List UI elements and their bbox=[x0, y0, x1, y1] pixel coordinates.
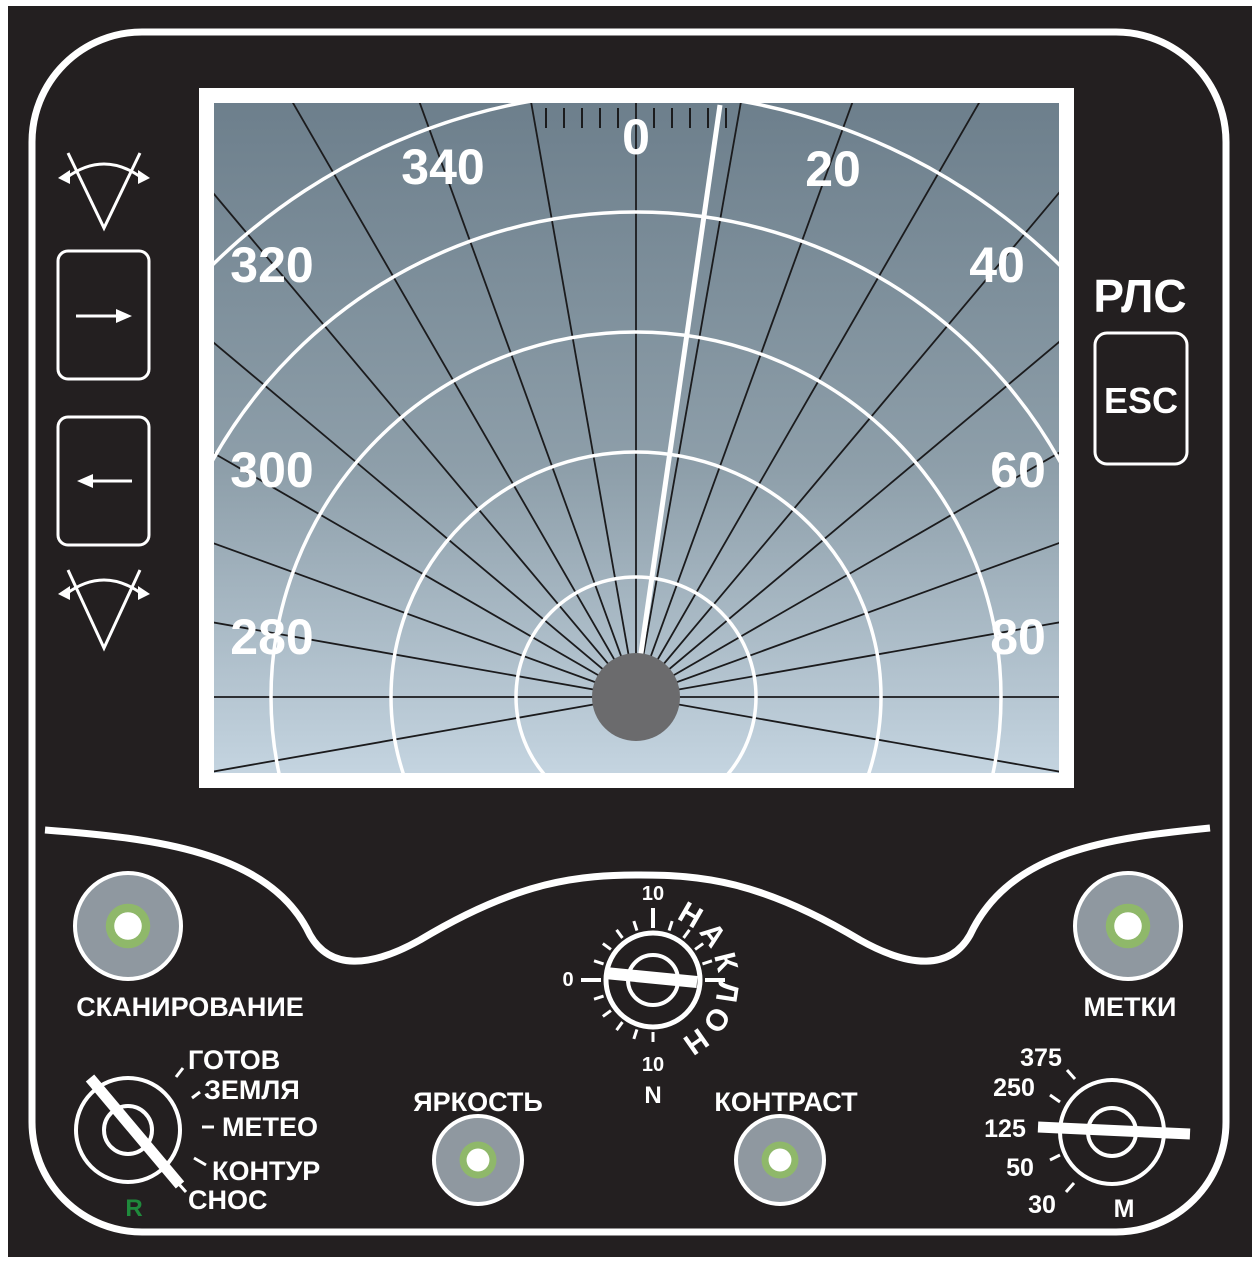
control-section-divider bbox=[44, 824, 1211, 965]
bearing-line bbox=[418, 103, 637, 698]
bearing-line bbox=[214, 192, 637, 698]
svg-text:Л: Л bbox=[709, 979, 745, 1005]
brightness-label: ЯРКОСТЬ bbox=[413, 1087, 543, 1117]
tilt-bottom-letter: N bbox=[644, 1082, 661, 1109]
bearing-label-80: 80 bbox=[990, 609, 1046, 665]
range-unit: М bbox=[1114, 1195, 1135, 1223]
bearing-label-60: 60 bbox=[990, 442, 1046, 498]
bearing-line bbox=[635, 103, 854, 698]
bearing-line bbox=[635, 542, 1059, 698]
bearing-line bbox=[635, 103, 980, 698]
marks-label: МЕТКИ bbox=[1084, 992, 1177, 1022]
range-option-375[interactable]: 375 bbox=[1020, 1044, 1062, 1072]
bearing-label-40: 40 bbox=[969, 237, 1025, 293]
scan-left-button[interactable] bbox=[56, 415, 151, 547]
tilt-pointer bbox=[604, 967, 698, 988]
bearing-line bbox=[214, 621, 637, 698]
left-button-column bbox=[56, 152, 151, 652]
range-ring bbox=[389, 450, 883, 773]
bearing-line bbox=[635, 451, 1059, 698]
range-pointer bbox=[1037, 1121, 1191, 1140]
bearing-line bbox=[214, 341, 637, 698]
panel-outline bbox=[28, 28, 1230, 1236]
mode-selector[interactable]: R ГОТОВ ЗЕМЛЯ МЕТЕО КОНТУР СНОС bbox=[74, 1045, 320, 1222]
tilt-left-value: 0 bbox=[562, 969, 573, 991]
bearing-label-300: 300 bbox=[230, 442, 313, 498]
mode-option-weather[interactable]: МЕТЕО bbox=[222, 1112, 318, 1142]
range-ring bbox=[269, 330, 1003, 773]
sector-narrow-icon[interactable] bbox=[58, 569, 150, 652]
mode-option-contour[interactable]: КОНТУР bbox=[212, 1156, 320, 1186]
range-selector[interactable]: 375 250 125 50 30 М bbox=[984, 1044, 1191, 1223]
scan-right-button[interactable] bbox=[56, 249, 151, 381]
marks-knob[interactable] bbox=[1073, 871, 1183, 981]
bearing-label-280: 280 bbox=[230, 609, 313, 665]
mode-option-ready[interactable]: ГОТОВ bbox=[188, 1045, 280, 1075]
esc-button[interactable]: ESC bbox=[1093, 331, 1189, 466]
mode-option-ground[interactable]: ЗЕМЛЯ bbox=[204, 1075, 300, 1105]
bearing-line bbox=[635, 103, 742, 698]
contrast-label: КОНТРАСТ bbox=[714, 1087, 858, 1117]
bearing-line bbox=[530, 103, 637, 698]
rls-title: РЛС bbox=[1093, 270, 1186, 322]
bearing-line bbox=[635, 696, 1059, 773]
bearing-label-340: 340 bbox=[401, 139, 484, 195]
screen-hub bbox=[592, 653, 680, 741]
mode-pointer bbox=[85, 1074, 185, 1189]
range-option-250[interactable]: 250 bbox=[993, 1074, 1035, 1102]
range-option-30[interactable]: 30 bbox=[1028, 1191, 1056, 1219]
bearing-line bbox=[214, 452, 637, 698]
bearing-line bbox=[214, 696, 637, 773]
contrast-knob[interactable] bbox=[734, 1114, 826, 1206]
scan-label: СКАНИРОВАНИЕ bbox=[76, 992, 304, 1022]
bearing-label-0: 0 bbox=[622, 109, 650, 165]
tilt-bottom-value: 10 bbox=[642, 1054, 664, 1076]
bearing-line bbox=[635, 340, 1059, 698]
bearing-line bbox=[292, 103, 637, 698]
sector-wide-icon[interactable] bbox=[58, 152, 150, 232]
range-option-125[interactable]: 125 bbox=[984, 1115, 1026, 1143]
tilt-top-value: 10 bbox=[642, 883, 664, 905]
mode-option-drift[interactable]: СНОС bbox=[188, 1185, 268, 1215]
bearing-line bbox=[635, 191, 1059, 698]
range-ring bbox=[214, 210, 1059, 464]
range-option-50[interactable]: 50 bbox=[1006, 1154, 1034, 1182]
range-ring bbox=[514, 575, 758, 773]
scan-knob[interactable] bbox=[73, 871, 183, 981]
bearing-line bbox=[635, 621, 1059, 698]
arrow-left-icon bbox=[77, 474, 132, 488]
bearing-line bbox=[214, 542, 637, 698]
bearing-label-320: 320 bbox=[230, 237, 313, 293]
arrow-right-icon bbox=[76, 309, 132, 323]
sweep-beam bbox=[637, 104, 723, 661]
brightness-knob[interactable] bbox=[432, 1114, 524, 1206]
esc-label: ESC bbox=[1104, 380, 1178, 421]
mode-indicator: R bbox=[125, 1195, 142, 1222]
bearing-label-20: 20 bbox=[805, 141, 861, 197]
